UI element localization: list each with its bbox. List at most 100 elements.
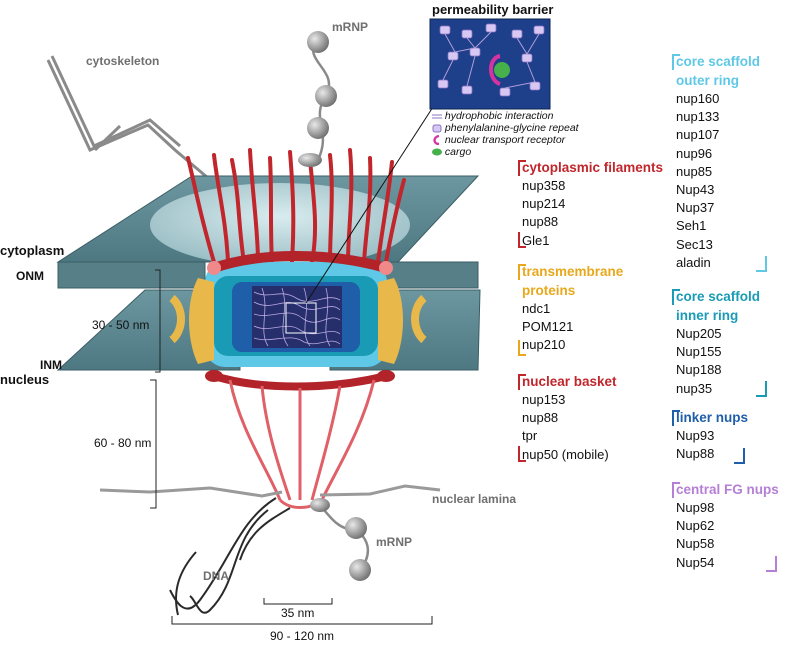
pore-ring: [169, 251, 427, 391]
list-item: Seh1: [676, 218, 707, 234]
group-bracket: [766, 556, 777, 572]
dna-helix: [169, 497, 291, 616]
group-title: cytoplasmic filaments: [522, 160, 664, 175]
dna-label: DNA: [203, 569, 229, 583]
legend-row-receptor: nuclear transport receptor: [432, 134, 565, 146]
list-item: Nup37: [676, 200, 715, 216]
group-core-scaffold-outer-ring: core scaffold outer ring nup160 nup133 n…: [672, 52, 780, 272]
dimension-brackets: [150, 269, 433, 625]
group-bracket: [518, 340, 526, 356]
list-item: ndc1: [522, 301, 551, 316]
list-item: nup85: [676, 163, 713, 179]
list-item: Nup93: [676, 428, 715, 443]
list-item: nup153: [522, 392, 566, 407]
cargo-icon: [432, 148, 442, 156]
list-item: nup96: [676, 145, 713, 161]
list-item: Nup155: [676, 344, 722, 360]
group-bracket: [672, 482, 680, 498]
group-title: central FG nups: [676, 482, 779, 497]
list-item: nup88: [522, 410, 559, 426]
legend-label: phenylalanine-glycine repeat: [444, 122, 579, 134]
group-title: core scaffold: [676, 289, 761, 304]
list-item: nup50 (mobile): [522, 446, 609, 462]
group-title: linker nups: [676, 410, 749, 425]
legend-label: nuclear transport receptor: [444, 134, 566, 146]
list-item: nup35: [676, 380, 713, 396]
group-title: core scaffold: [676, 54, 761, 69]
group-bracket: [672, 54, 680, 70]
group-transmembrane-proteins: transmembrane proteins ndc1 POM121 nup21…: [518, 262, 668, 356]
list-item: Nup54: [676, 554, 715, 570]
group-bracket: [518, 446, 526, 462]
list-item: Nup62: [676, 518, 715, 534]
mrnp-top: [298, 31, 337, 167]
list-item: POM121: [522, 319, 574, 335]
nuclear-lamina-label: nuclear lamina: [432, 492, 517, 506]
group-title: transmembrane: [522, 264, 624, 279]
group-bracket: [734, 448, 745, 464]
fg-repeat-icon: [432, 124, 442, 133]
nucleus-label: nucleus: [0, 372, 50, 387]
list-item: Gle1: [522, 232, 550, 248]
cytoplasmic-filaments: [186, 148, 406, 264]
dim-30-50-label: 30 - 50 nm: [92, 318, 150, 332]
dim-90-120-label: 90 - 120 nm: [270, 629, 335, 643]
permeability-inset: [429, 18, 551, 110]
list-item: nup88: [522, 214, 559, 230]
hydrophobic-line-icon: [432, 114, 442, 119]
list-item: nup107: [676, 127, 720, 143]
list-item: nup133: [676, 109, 720, 125]
nuclear-lamina-fibers: [99, 484, 441, 498]
group-bracket: [672, 410, 680, 426]
group-central-fg-nups: central FG nups Nup98 Nup62 Nup58 Nup54: [672, 480, 782, 572]
group-nuclear-basket: nuclear basket nup153 nup88 tpr nup50 (m…: [518, 372, 668, 464]
list-item: Nup88: [676, 446, 715, 462]
dim-60-80-label: 60 - 80 nm: [94, 436, 152, 450]
legend-label: cargo: [444, 146, 472, 158]
list-item: tpr: [522, 428, 538, 444]
group-bracket: [518, 232, 526, 248]
permeability-title: permeability barrier: [432, 2, 554, 17]
list-item: Nup188: [676, 362, 722, 378]
legend-row-fg: phenylalanine-glycine repeat: [432, 122, 579, 134]
dim-35-label: 35 nm: [281, 606, 315, 620]
cytoskeleton-label: cytoskeleton: [86, 54, 160, 68]
list-item: nup160: [676, 91, 720, 106]
group-bracket: [518, 374, 526, 390]
nuclear-basket-strands: [228, 379, 376, 509]
list-item: nup214: [522, 196, 566, 212]
group-linker-nups: linker nups Nup93 Nup88: [672, 408, 780, 464]
group-title: nuclear basket: [522, 374, 617, 389]
group-cytoplasmic-filaments: cytoplasmic filaments nup358 nup214 nup8…: [518, 158, 678, 250]
cytoplasm-label: cytoplasm: [0, 243, 65, 258]
group-title-line-2: proteins: [522, 283, 576, 298]
list-item: Nup58: [676, 536, 715, 552]
group-title-line-2: outer ring: [676, 73, 739, 88]
list-item: Nup98: [676, 500, 715, 515]
onm-label: ONM: [16, 269, 44, 283]
mrnp-bottom-label: mRNP: [376, 535, 413, 549]
list-item: Nup205: [676, 326, 722, 341]
inm-label: INM: [40, 358, 62, 372]
list-item: Sec13: [676, 236, 713, 252]
legend-row-hydrophobic: hydrophobic interaction: [432, 110, 554, 122]
group-title-line-2: inner ring: [676, 308, 739, 323]
receptor-icon: [433, 135, 440, 146]
list-item: aladin: [676, 254, 711, 270]
list-item: nup358: [522, 178, 566, 193]
group-bracket: [518, 160, 526, 176]
group-core-scaffold-inner-ring: core scaffold inner ring Nup205 Nup155 N…: [672, 287, 780, 398]
group-bracket: [518, 264, 526, 280]
group-bracket: [756, 381, 767, 397]
list-item: Nup43: [676, 182, 715, 198]
mrnp-bottom: [310, 498, 371, 581]
mrnp-top-label: mRNP: [332, 20, 369, 34]
group-bracket: [756, 256, 767, 272]
legend-row-cargo: cargo: [432, 146, 471, 158]
list-item: nup210: [522, 337, 566, 353]
group-bracket: [672, 289, 680, 305]
cytoskeleton-fibers: [46, 55, 209, 180]
legend-label: hydrophobic interaction: [444, 110, 554, 122]
